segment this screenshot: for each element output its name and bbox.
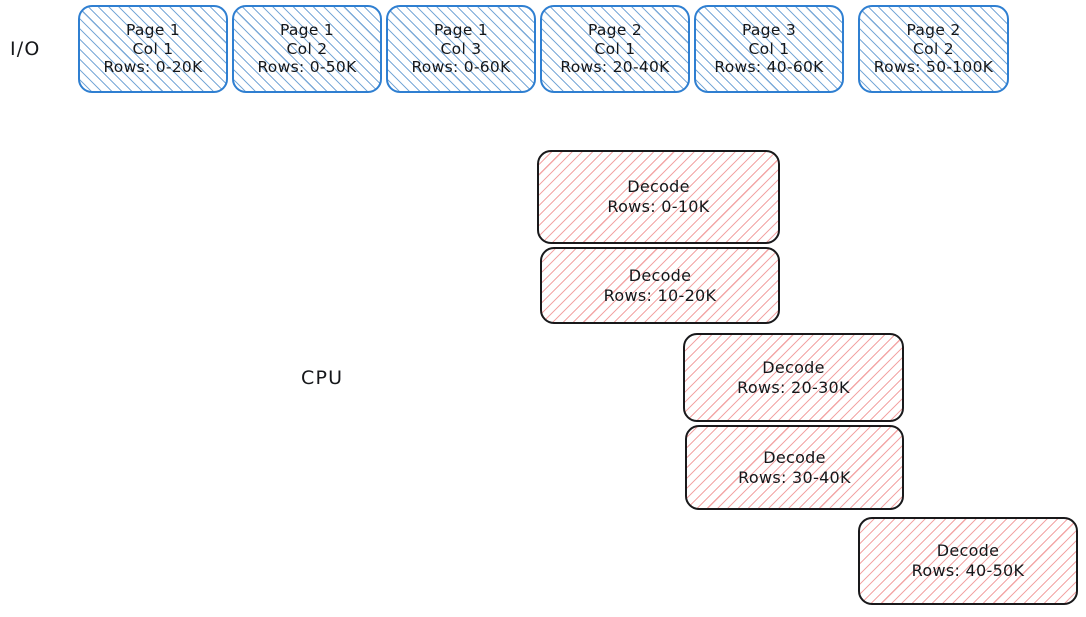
cpu-decode-op: Decode [762,357,825,377]
cpu-decode-rows: Rows: 20-30K [737,377,850,397]
io-task-box[interactable]: Page 3 Col 1 Rows: 40-60K [694,5,844,93]
io-task-rows: Rows: 0-20K [103,58,203,77]
io-task-page: Page 3 [741,20,797,39]
io-task-page: Page 1 [433,20,489,39]
io-task-col: Col 1 [594,39,636,58]
cpu-decode-op: Decode [763,447,826,467]
io-task-box[interactable]: Page 1 Col 3 Rows: 0-60K [386,5,536,93]
cpu-decode-rows: Rows: 0-10K [607,197,710,216]
cpu-decode-box[interactable]: Decode Rows: 20-30K [683,333,904,422]
io-task-rows: Rows: 50-100K [873,58,994,77]
cpu-decode-box[interactable]: Decode Rows: 30-40K [685,425,904,510]
cpu-decode-box[interactable]: Decode Rows: 10-20K [540,247,780,324]
io-task-box[interactable]: Page 2 Col 1 Rows: 20-40K [540,5,690,93]
io-task-page: Page 1 [279,20,335,39]
io-task-box[interactable]: Page 1 Col 2 Rows: 0-50K [232,5,382,93]
io-task-rows: Rows: 20-40K [560,58,670,77]
io-task-rows: Rows: 0-50K [257,58,357,77]
io-task-page: Page 2 [906,20,961,39]
io-task-box[interactable]: Page 1 Col 1 Rows: 0-20K [78,5,228,93]
cpu-decode-op: Decode [936,541,1000,561]
lane-label-cpu: CPU [301,367,344,389]
io-task-page: Page 2 [587,20,643,39]
cpu-decode-box[interactable]: Decode Rows: 0-10K [537,150,780,244]
io-task-col: Col 1 [132,39,174,58]
cpu-decode-rows: Rows: 40-50K [911,561,1025,580]
cpu-decode-rows: Rows: 10-20K [603,285,717,305]
cpu-decode-box[interactable]: Decode Rows: 40-50K [858,517,1078,605]
io-task-col: Col 1 [748,39,790,58]
cpu-decode-op: Decode [628,265,692,285]
cpu-decode-rows: Rows: 30-40K [738,467,851,487]
cpu-decode-op: Decode [627,177,690,197]
io-task-col: Col 2 [286,39,328,58]
io-task-col: Col 3 [440,39,482,58]
io-task-box[interactable]: Page 2 Col 2 Rows: 50-100K [858,5,1009,93]
io-task-col: Col 2 [913,39,954,58]
io-task-rows: Rows: 0-60K [411,58,511,77]
lane-label-io: I/O [10,38,41,60]
io-task-rows: Rows: 40-60K [714,58,824,77]
io-task-page: Page 1 [125,20,181,39]
